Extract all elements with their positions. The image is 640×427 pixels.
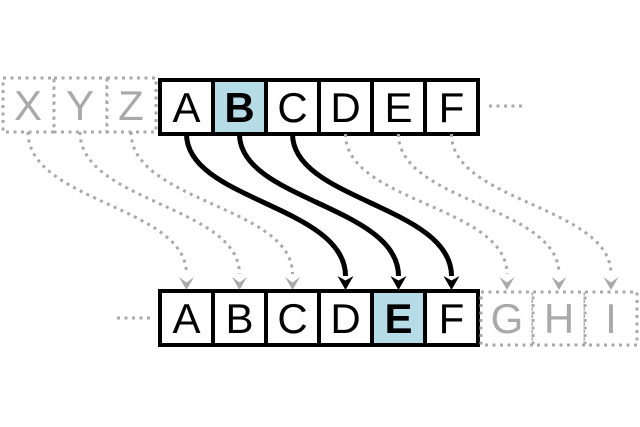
arrowhead-x-to-a xyxy=(179,277,194,290)
cell-bottom-c xyxy=(264,289,321,347)
cell-bottom-f xyxy=(423,289,480,347)
arrowhead-a-to-d xyxy=(337,276,354,290)
letter-top-d: D xyxy=(330,84,360,131)
arrow-y-to-b xyxy=(78,131,241,275)
letter-bottom-c: C xyxy=(277,295,307,342)
arrow-c-to-f xyxy=(290,133,454,277)
ghost-cell-h xyxy=(531,290,587,347)
ghost-letter-x: X xyxy=(14,82,42,129)
arrowhead-b-to-e xyxy=(390,276,407,290)
ghost-arrows-right xyxy=(344,133,619,290)
cell-top-e xyxy=(370,78,427,136)
arrowhead-e-to-h xyxy=(551,277,567,290)
ghost-arrows-left xyxy=(26,131,300,290)
arrowhead-c-to-f xyxy=(443,276,460,290)
cell-top-b-highlighted xyxy=(211,78,268,136)
arrow-f-to-i xyxy=(450,133,613,275)
ghost-cell-y xyxy=(52,76,109,134)
ghost-letter-h: H xyxy=(544,295,574,342)
letter-bottom-f: F xyxy=(439,295,465,342)
arrow-x-to-a xyxy=(26,131,188,275)
arrowhead-d-to-g xyxy=(499,277,515,290)
arrowhead-z-to-c xyxy=(285,277,300,290)
top-alphabet-row: A B C D E F xyxy=(158,78,480,136)
letter-top-a: A xyxy=(172,84,200,131)
letter-top-f: F xyxy=(439,84,465,131)
ghost-cell-g xyxy=(479,290,535,347)
top-ghost-row: X Y Z xyxy=(1,76,158,134)
letter-top-b: B xyxy=(224,84,254,131)
ghost-letter-z: Z xyxy=(118,82,144,129)
bottom-ghost-row: G H I xyxy=(479,290,639,347)
ghost-letter-i: I xyxy=(605,295,617,342)
arrow-b-to-e xyxy=(237,133,401,277)
letter-bottom-a: A xyxy=(172,295,200,342)
arrow-e-to-h xyxy=(397,133,561,275)
arrowhead-y-to-b xyxy=(232,277,247,290)
arrowhead-f-to-i xyxy=(603,277,619,290)
bottom-alphabet-row: A B C D E F xyxy=(158,289,480,347)
letter-bottom-d: D xyxy=(330,295,360,342)
letter-bottom-b: B xyxy=(225,295,253,342)
ghost-letter-g: G xyxy=(491,295,524,342)
arrow-d-to-g xyxy=(344,133,509,275)
letter-top-c: C xyxy=(277,84,307,131)
letter-top-e: E xyxy=(384,84,412,131)
cell-bottom-d xyxy=(317,289,374,347)
cell-bottom-e-highlighted xyxy=(370,289,427,347)
arrow-a-to-d xyxy=(184,133,348,277)
letter-bottom-e: E xyxy=(384,295,412,342)
shift-arrows-solid xyxy=(184,133,460,290)
ghost-cell-i xyxy=(583,290,639,347)
ghost-letter-y: Y xyxy=(66,82,94,129)
arrow-z-to-c xyxy=(129,131,294,275)
cell-bottom-a xyxy=(158,289,215,347)
